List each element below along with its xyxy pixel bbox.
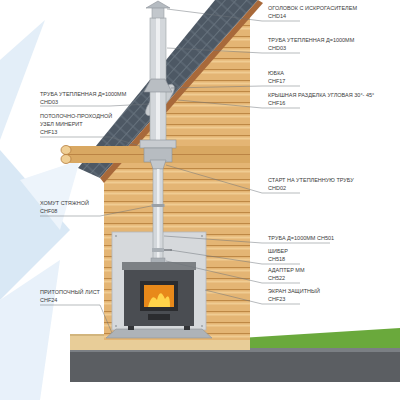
part-name: ХОМУТ СТЯЖНОЙ: [40, 199, 89, 207]
chimney-pipe-part: [152, 248, 164, 252]
stove-part: [144, 285, 174, 307]
leader-lines-part: [40, 305, 112, 333]
leader-lines-part: [178, 100, 300, 108]
log-row-part: [104, 215, 250, 217]
chimney-pipe-part: [140, 140, 176, 148]
chimney-pipe-part: [153, 169, 163, 264]
log-row-part: [104, 202, 250, 213]
log-row-part: [104, 347, 250, 349]
ceiling-beam-part: [61, 146, 71, 155]
chimney-pipe-part: [152, 204, 165, 207]
pre-firebox-sheet-part: [106, 329, 212, 338]
log-row: [104, 180, 250, 191]
part-name: ТРУБА УТЕПЛЕННАЯ Д=1000ММ: [268, 36, 354, 44]
part-code: CHF17: [268, 77, 285, 85]
log-row-part: [104, 179, 250, 180]
log-row-part: [104, 169, 250, 180]
log-row-part: [104, 190, 250, 191]
part-name: ПРИТОПОЧНЫЙ ЛИСТ: [40, 288, 100, 296]
part-code: CHF23: [268, 295, 285, 303]
ground-part: [70, 350, 400, 382]
part-code: CHF13: [40, 128, 57, 136]
log-row-part: [104, 355, 250, 356]
part-code: CH518: [268, 255, 285, 263]
part-name: ТРУБА Д=1000ММ CH501: [268, 234, 334, 242]
stove-part: [184, 326, 190, 330]
log-row-part: [104, 201, 250, 202]
part-name: ТРУБА УТЕПЛЕННАЯ Д=1000ММ: [40, 90, 126, 98]
part-name: ОГОЛОВОК С ИСКРОГАСИТЕЛЕМ: [268, 4, 357, 12]
leader-lines: [40, 9, 330, 333]
pre-firebox-sheet: [106, 329, 212, 338]
chimney-pipe-part: [150, 160, 166, 169]
log-row-part: [104, 226, 250, 228]
leader-lines-part: [40, 206, 151, 216]
log-row-part: [104, 345, 250, 356]
leader-lines-part: [40, 137, 140, 146]
part-code: CHD03: [268, 44, 286, 52]
chimney-pipe-part: [144, 79, 172, 92]
log-row-part: [104, 212, 250, 213]
protective-screen-part: [201, 235, 203, 237]
log-row-part: [104, 191, 250, 202]
log-row-part: [104, 344, 250, 345]
log-row-part: [104, 204, 250, 206]
part-code: CHD02: [268, 184, 286, 192]
log-row: [104, 191, 250, 202]
part-code: CHD14: [268, 12, 286, 20]
log-row-part: [104, 171, 250, 173]
part-name: АДАПТЕР ММ: [268, 266, 305, 274]
part-code: CH522: [268, 274, 285, 282]
part-name: ШИБЕР: [268, 247, 288, 255]
log-row: [104, 345, 250, 356]
background-shapes-part: [20, 160, 80, 230]
ground: [70, 328, 400, 382]
leader-lines-part: [171, 86, 300, 88]
part-code: CHF08: [40, 207, 57, 215]
part-name: КРЫШНАЯ РАЗДЕЛКА УГЛОВАЯ 30°- 45°: [268, 91, 374, 99]
stove-part: [140, 281, 178, 311]
log-row-part: [104, 180, 250, 191]
part-code: CHD03: [40, 98, 58, 106]
part-name: ЭКРАН ЗАЩИТНЫЙ: [268, 287, 320, 295]
stove-part: [124, 270, 194, 326]
stove-part: [122, 262, 196, 270]
part-code: CHF24: [40, 296, 57, 304]
protective-screen-part: [201, 325, 203, 327]
part-name: ЮБКА: [268, 69, 284, 77]
stove-part: [128, 326, 134, 330]
protective-screen-part: [115, 235, 117, 237]
log-row: [104, 169, 250, 180]
chimney-pipe: [140, 1, 179, 264]
part-name: ПОТОЛОЧНО-ПРОХОДНОЙ УЗЕЛ МИНЕРИТ: [40, 112, 122, 128]
chimney-pipe-part: [146, 1, 170, 8]
protective-screen-part: [115, 325, 117, 327]
part-name: СТАРТ НА УТЕПЛЕННУЮ ТРУБУ: [268, 176, 354, 184]
background-shapes-part: [0, 20, 45, 140]
ceiling-beam-part: [61, 155, 71, 164]
log-row-part: [104, 223, 250, 224]
log-row-part: [104, 102, 250, 103]
log-row-part: [104, 193, 250, 195]
stove-part: [148, 314, 170, 320]
log-row: [104, 202, 250, 213]
background-shapes: [0, 20, 80, 400]
part-code: CHF16: [268, 99, 285, 107]
log-row-part: [104, 213, 250, 224]
stove: [122, 262, 196, 330]
background-shapes-part: [0, 260, 60, 400]
stove-part: [148, 293, 170, 307]
log-row: [104, 213, 250, 224]
